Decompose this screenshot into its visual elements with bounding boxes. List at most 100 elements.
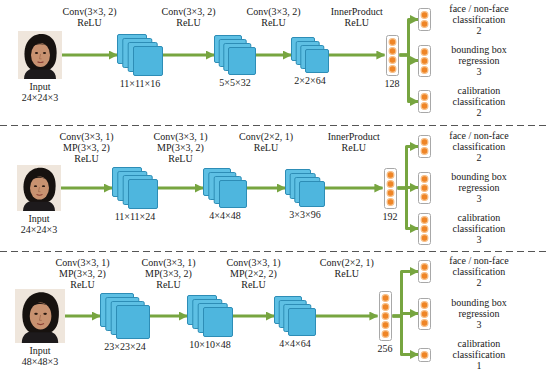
feature-map [229, 48, 256, 75]
unit-column [379, 292, 391, 341]
size-label: 3×3×96 [289, 209, 320, 220]
feature-map-block: 4×4×48 [203, 168, 247, 221]
output-units [418, 172, 431, 204]
flow-arrow [316, 315, 378, 318]
neuron-unit [421, 57, 428, 64]
layer-label: Conv(3×3, 1) MP(3×3, 2) ReLU [55, 257, 111, 290]
photo-mouth [37, 323, 44, 325]
dashed-separator [0, 125, 550, 126]
neuron-unit [389, 65, 396, 72]
neuron-unit [387, 189, 394, 196]
neuron-unit [421, 301, 428, 308]
photo-eye [43, 313, 47, 315]
layer-label: Conv(3×3, 1) MP(2×2, 2) ReLU [226, 257, 282, 290]
output-label: 3 [435, 319, 523, 330]
input-image: Input48×48×3 [15, 289, 65, 367]
size-label: 24×24×3 [21, 224, 57, 235]
photo-ground [15, 289, 65, 343]
output-head: face / non-face classification2 [418, 130, 523, 163]
layer-label: InnerProduct ReLU [329, 6, 384, 28]
feature-map [300, 182, 325, 207]
layer-label: Conv(3×3, 2) ReLU [246, 6, 302, 28]
layer-label: Conv(3×3, 2) ReLU [161, 6, 217, 28]
feature-map [129, 180, 158, 209]
feature-map-block: 2×2×64 [291, 37, 329, 86]
flow-arrow [233, 315, 274, 318]
output-label: calibration classification [435, 338, 523, 360]
size-label: 23×23×24 [104, 341, 145, 352]
neuron-unit [382, 331, 389, 338]
output-head: calibration classification3 [418, 212, 523, 245]
photo-hair [24, 34, 56, 70]
feature-map [117, 306, 150, 339]
output-head: calibration classification2 [418, 85, 523, 118]
neuron-unit [421, 139, 428, 146]
photo-mouth [37, 194, 43, 196]
output-label: 2 [435, 107, 523, 118]
output-head: face / non-face classification2 [418, 3, 523, 36]
output-head: calibration classification1 [418, 338, 523, 371]
output-text: calibration classification2 [435, 85, 523, 118]
face-photo [15, 289, 65, 343]
feature-map-block: 11×11×24 [112, 167, 158, 222]
feature-map-stack [214, 35, 256, 75]
photo-face [30, 303, 52, 330]
size-label: 2×2×64 [294, 75, 325, 86]
photo-hair [22, 292, 59, 332]
photo-eye [34, 313, 38, 315]
output-units [418, 348, 431, 362]
photo-fringe [30, 303, 52, 309]
output-label: 2 [435, 25, 523, 36]
photo-face [31, 43, 50, 67]
dashed-separator [0, 251, 550, 252]
output-label: bounding box regression [435, 44, 523, 66]
neuron-unit [421, 184, 428, 191]
flow-arrow [329, 54, 385, 57]
neuron-unit [421, 94, 428, 101]
photo-eye [34, 185, 37, 187]
output-label: bounding box regression [435, 171, 523, 193]
photo-eye [42, 185, 45, 187]
photo-face [30, 177, 49, 200]
input-image: Input24×24×3 [18, 31, 62, 103]
feature-map [306, 50, 329, 73]
flow-arrow [247, 187, 285, 190]
neuron-unit [389, 56, 396, 63]
neuron-unit [387, 198, 394, 205]
size-label: 5×5×32 [219, 77, 250, 88]
size-label: 256 [378, 343, 393, 354]
layer-label: InnerProduct ReLU [326, 131, 381, 153]
feature-vector [379, 291, 392, 341]
output-text: bounding box regression3 [435, 171, 523, 204]
input-label: Input [29, 345, 50, 356]
output-head: bounding box regression3 [418, 44, 523, 77]
photo-fringe [30, 177, 49, 182]
size-label: 4×4×64 [279, 338, 310, 349]
output-text: bounding box regression3 [435, 44, 523, 77]
neuron-unit [421, 175, 428, 182]
neuron-unit [421, 21, 428, 28]
neuron-unit [421, 234, 428, 241]
flow-arrow [61, 187, 112, 190]
output-text: face / non-face classification2 [435, 130, 523, 163]
neuron-unit [421, 48, 428, 55]
output-units [418, 298, 431, 330]
neuron-unit [421, 319, 428, 326]
output-label: face / non-face classification [435, 255, 523, 277]
output-label: 3 [435, 234, 523, 245]
layer-label: Conv(3×3, 2) ReLU [62, 6, 118, 28]
feature-map-stack [203, 168, 247, 208]
size-label: 11×11×16 [120, 78, 161, 89]
neuron-unit [421, 273, 428, 280]
feature-map-stack [112, 167, 158, 209]
photo-mouth [38, 61, 44, 63]
neuron-unit [382, 322, 389, 329]
output-units [418, 45, 431, 77]
neuron-unit [421, 216, 428, 223]
flow-arrow [400, 55, 419, 102]
output-head: bounding box regression3 [418, 297, 523, 330]
unit-column [419, 348, 431, 361]
neuron-unit [382, 295, 389, 302]
neuron-unit [421, 310, 428, 317]
input-image: Input24×24×3 [17, 165, 61, 235]
